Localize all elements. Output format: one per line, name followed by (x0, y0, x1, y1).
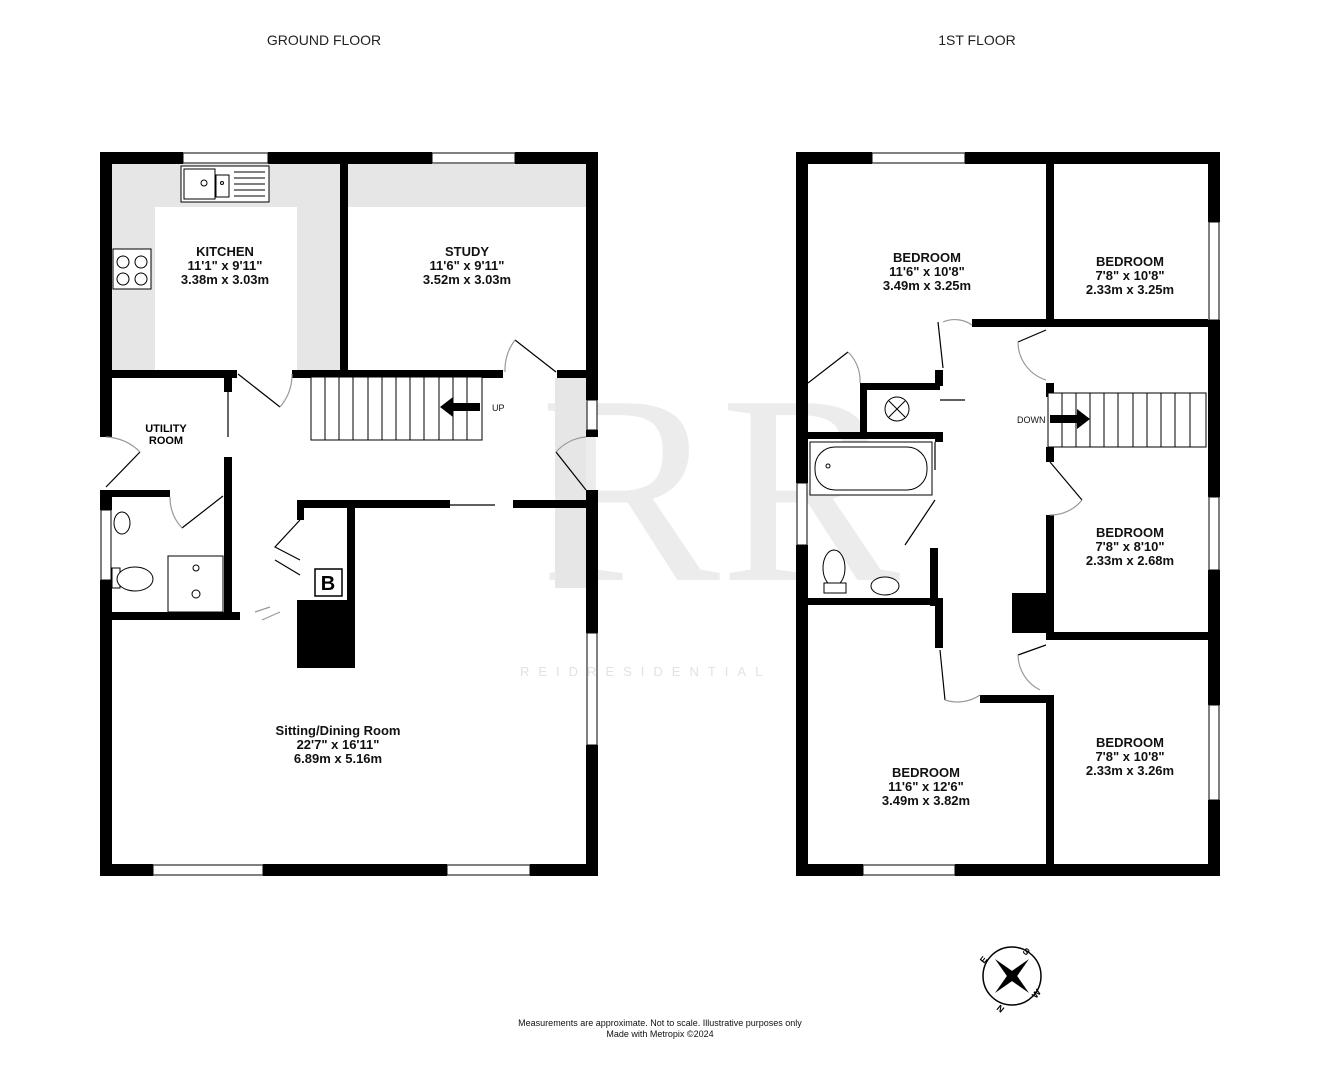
first-doors (807, 318, 1083, 703)
compass-s: S (1021, 946, 1032, 958)
room-bedroom-5: BEDROOM 7'8" x 10'8" 2.33m x 3.26m (1086, 735, 1174, 778)
room-bedroom-4: BEDROOM 11'6" x 12'6" 3.49m x 3.82m (882, 765, 970, 808)
stairs-down-label: DOWN (1017, 415, 1046, 425)
hob-icon (112, 248, 152, 290)
first-stairs (1047, 392, 1207, 448)
room-name: BEDROOM (893, 250, 961, 265)
room-bedroom-2: BEDROOM 7'8" x 10'8" 2.33m x 3.25m (1086, 254, 1174, 297)
watermark-text: REIDRESIDENTIAL (520, 664, 771, 679)
room-name: KITCHEN (196, 244, 254, 259)
room-dim-metric: 2.33m x 3.25m (1086, 282, 1174, 297)
room-dim-imperial: 22'7" x 16'11" (297, 737, 380, 752)
first-floor-plan: DOWN BEDROOM 11'6" x 10'8" 3.49m x 3.25m… (796, 152, 1220, 876)
compass-w: W (1030, 987, 1043, 1000)
sink-icon (180, 165, 270, 203)
room-dim-imperial: 7'8" x 8'10" (1095, 539, 1164, 554)
room-name: BEDROOM (1096, 254, 1164, 269)
boiler-label: B (321, 573, 335, 595)
room-dim-metric: 6.89m x 5.16m (294, 751, 382, 766)
washbasin-icon (870, 576, 900, 596)
room-name: BEDROOM (892, 765, 960, 780)
room-utility: UTILITY ROOM (145, 423, 187, 447)
room-dim-metric: 3.49m x 3.82m (882, 793, 970, 808)
room-dim-imperial: 11'6" x 12'6" (888, 779, 964, 794)
room-name: BEDROOM (1096, 525, 1164, 540)
cupboard-extractor-icon (884, 396, 910, 422)
compass-icon: S E N W (978, 946, 1043, 1015)
stairs-arrow-icon (1050, 409, 1090, 429)
first-walls (796, 152, 1220, 876)
ground-doors (105, 339, 587, 621)
room-dim-metric: 2.33m x 3.26m (1086, 763, 1174, 778)
boiler-icon: B (314, 568, 343, 597)
room-dim-imperial: 7'8" x 10'8" (1095, 749, 1164, 764)
room-dim-imperial: 7'8" x 10'8" (1095, 268, 1164, 283)
stairs-up-label: UP (492, 403, 505, 413)
ground-windows (100, 152, 598, 876)
compass-n: N (995, 1003, 1006, 1015)
first-windows (796, 152, 1220, 876)
ground-floor-plan: UP B KITCHEN 11'1" x 9'11" 3.38m x 3.03m… (100, 152, 598, 876)
room-kitchen: KITCHEN 11'1" x 9'11" 3.38m x 3.03m (181, 244, 269, 287)
shower-icon (167, 555, 224, 613)
ground-stairs (310, 376, 483, 441)
room-name: Sitting/Dining Room (276, 723, 401, 738)
room-name: STUDY (445, 244, 489, 259)
room-dim-metric: 3.38m x 3.03m (181, 272, 269, 287)
room-bedroom-1: BEDROOM 11'6" x 10'8" 3.49m x 3.25m (883, 250, 971, 293)
stairs-arrow-icon (440, 397, 480, 417)
room-dim-imperial: 11'6" x 10'8" (889, 264, 965, 279)
footer-disclaimer: Measurements are approximate. Not to sca… (518, 1018, 802, 1028)
room-dim-imperial: 11'1" x 9'11" (188, 258, 263, 273)
bath-icon (809, 441, 933, 496)
room-name-line2: ROOM (149, 435, 183, 447)
room-dim-imperial: 11'6" x 9'11" (430, 258, 505, 273)
room-dim-metric: 2.33m x 2.68m (1086, 553, 1174, 568)
ground-walls (100, 152, 598, 876)
footer-credit: Made with Metropix ©2024 (606, 1029, 713, 1039)
ground-floor-title: GROUND FLOOR (267, 32, 381, 48)
compass-e: E (978, 954, 990, 965)
room-dim-metric: 3.52m x 3.03m (423, 272, 511, 287)
room-bedroom-3: BEDROOM 7'8" x 8'10" 2.33m x 2.68m (1086, 525, 1174, 568)
room-name: UTILITY (145, 423, 187, 435)
washbasin-icon (113, 511, 131, 535)
toilet-icon (111, 566, 154, 592)
room-dim-metric: 3.49m x 3.25m (883, 278, 971, 293)
room-sitting-dining: Sitting/Dining Room 22'7" x 16'11" 6.89m… (276, 723, 401, 766)
room-study: STUDY 11'6" x 9'11" 3.52m x 3.03m (423, 244, 511, 287)
room-name: BEDROOM (1096, 735, 1164, 750)
toilet-icon (822, 549, 847, 594)
first-floor-title: 1ST FLOOR (938, 32, 1016, 48)
